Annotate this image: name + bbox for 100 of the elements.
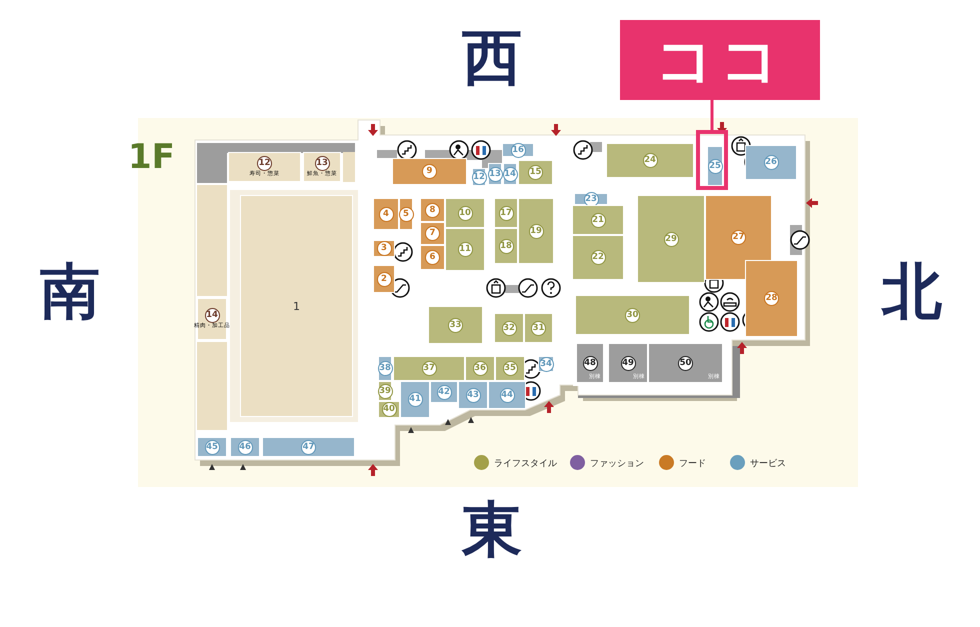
unit-number: 27 <box>731 230 746 245</box>
unit-number: 5 <box>398 206 414 222</box>
store-unit <box>574 193 608 205</box>
unit-number: 39 <box>378 384 392 398</box>
store-unit <box>575 295 690 335</box>
unit-number: 26 <box>764 155 778 170</box>
unit-number: 12 <box>472 170 486 184</box>
unit-number: 6 <box>425 250 440 265</box>
unit-number: 12 <box>257 156 272 171</box>
unit-number: 36 <box>472 361 488 376</box>
unit-number: 24 <box>642 153 658 168</box>
unit-number: 41 <box>408 392 422 407</box>
store-unit <box>378 356 392 381</box>
direction-label: 南 <box>40 262 100 322</box>
unit-number: 30 <box>625 308 640 322</box>
highlight-frame <box>696 130 728 190</box>
store-unit <box>373 198 399 230</box>
store-unit <box>707 146 723 186</box>
store-unit <box>445 228 485 271</box>
direction-label: 東 <box>462 500 522 560</box>
unit-number: 4 <box>378 206 394 222</box>
direction-label: 西 <box>462 28 522 88</box>
unit-number: 38 <box>378 361 392 376</box>
store-unit <box>518 198 554 264</box>
unit-number: 40 <box>382 402 396 417</box>
store-unit <box>495 356 525 381</box>
unit-number: 46 <box>238 440 252 454</box>
legend-label: ライフスタイル <box>494 458 557 470</box>
leader-line <box>710 100 714 130</box>
unit-number: 1 <box>293 300 300 312</box>
store-unit <box>420 222 445 245</box>
unit-number: 17 <box>498 206 514 220</box>
legend-label: ファッション <box>590 458 644 470</box>
store-unit <box>378 381 392 401</box>
unit-number: 16 <box>510 142 526 158</box>
store-unit <box>572 235 624 280</box>
store-unit <box>230 437 260 457</box>
store-unit <box>576 343 604 383</box>
store-unit <box>648 343 723 383</box>
unit-number: 14 <box>502 166 518 182</box>
unit-number: 48 <box>582 356 598 370</box>
store-unit <box>458 381 488 409</box>
store-unit <box>637 195 705 283</box>
store-unit <box>705 195 772 280</box>
callout-text: ココ <box>655 28 785 92</box>
store-unit <box>465 356 495 381</box>
unit-number: 42 <box>436 384 452 400</box>
store-unit <box>393 356 465 381</box>
store-unit <box>524 313 553 343</box>
store-unit <box>745 145 797 180</box>
unit-number: 7 <box>425 226 440 241</box>
store-unit <box>494 313 524 343</box>
store-unit <box>518 160 553 185</box>
direction-label: 北 <box>882 262 942 322</box>
unit-number: 49 <box>620 356 636 370</box>
store-unit <box>503 163 517 185</box>
legend-label: サービス <box>750 458 786 470</box>
store-unit <box>488 381 526 409</box>
unit-number: 11 <box>458 242 472 257</box>
floor-label: 1F <box>128 140 175 174</box>
unit-number: 25 <box>708 158 722 174</box>
store-unit <box>400 381 430 418</box>
store-unit <box>608 343 648 383</box>
unit-number: 3 <box>376 241 392 256</box>
store-unit <box>303 152 341 182</box>
unit-number: 29 <box>664 232 678 246</box>
unit-number: 10 <box>458 206 472 220</box>
store-unit <box>745 260 798 337</box>
unit-number: 18 <box>498 238 514 254</box>
store-unit <box>420 245 445 270</box>
store-unit <box>430 381 458 403</box>
store-unit <box>399 198 413 230</box>
unit-number: 28 <box>764 291 779 306</box>
unit-number: 47 <box>301 440 316 454</box>
unit-number: 2 <box>376 272 392 286</box>
store-unit <box>494 228 518 264</box>
store-unit <box>262 437 355 457</box>
unit-number: 33 <box>448 318 463 332</box>
callout-box <box>620 20 820 100</box>
unit-number: 37 <box>422 361 436 376</box>
store-unit <box>240 195 353 417</box>
unit-number: 50 <box>678 356 693 370</box>
store-unit <box>378 401 400 418</box>
store-unit <box>502 143 534 157</box>
store-unit <box>373 265 395 293</box>
store-unit <box>488 163 502 185</box>
unit-number: 34 <box>538 356 554 372</box>
unit-number: 45 <box>204 440 220 454</box>
legend-label: フード <box>679 458 706 470</box>
unit-number: 8 <box>425 202 440 218</box>
unit-number: 15 <box>528 165 543 180</box>
store-unit <box>445 198 485 228</box>
store-unit <box>420 198 445 222</box>
unit-number: 44 <box>500 388 514 402</box>
store-unit <box>572 205 624 235</box>
store-unit <box>373 240 395 257</box>
unit-number: 14 <box>204 308 220 323</box>
unit-number: 9 <box>422 164 437 179</box>
store-unit <box>197 437 227 457</box>
unit-number: 19 <box>528 224 544 238</box>
